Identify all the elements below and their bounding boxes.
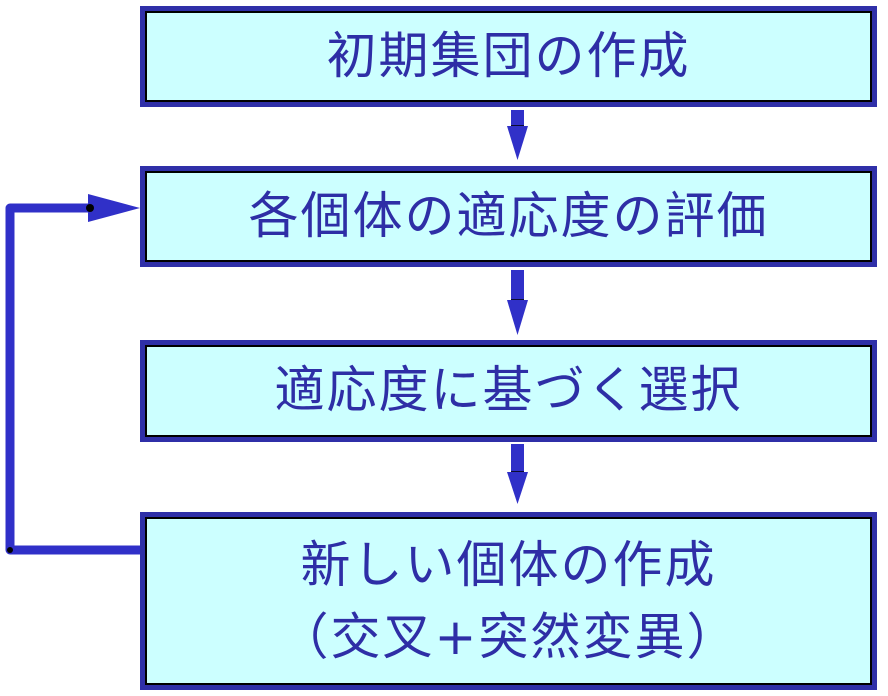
- step-sublabel: （交叉+突然変異）: [278, 608, 739, 666]
- step-fitness-evaluation: 各個体の適応度の評価: [140, 166, 877, 267]
- arrow-step3-to-step4: [507, 444, 528, 504]
- step-selection: 適応度に基づく選択: [140, 340, 877, 442]
- step-label: 新しい個体の作成: [300, 535, 717, 594]
- step-label: 初期集団の作成: [326, 26, 691, 85]
- step-new-individuals: 新しい個体の作成 （交叉+突然変異）: [140, 512, 877, 690]
- arrow-step1-to-step2: [507, 110, 528, 160]
- step-label: 各個体の適応度の評価: [248, 186, 769, 245]
- loop-arrow-step4-to-step2: [5, 194, 153, 555]
- step-label: 適応度に基づく選択: [274, 361, 743, 420]
- step-initial-population: 初期集団の作成: [140, 6, 877, 107]
- arrow-step2-to-step3: [507, 270, 528, 335]
